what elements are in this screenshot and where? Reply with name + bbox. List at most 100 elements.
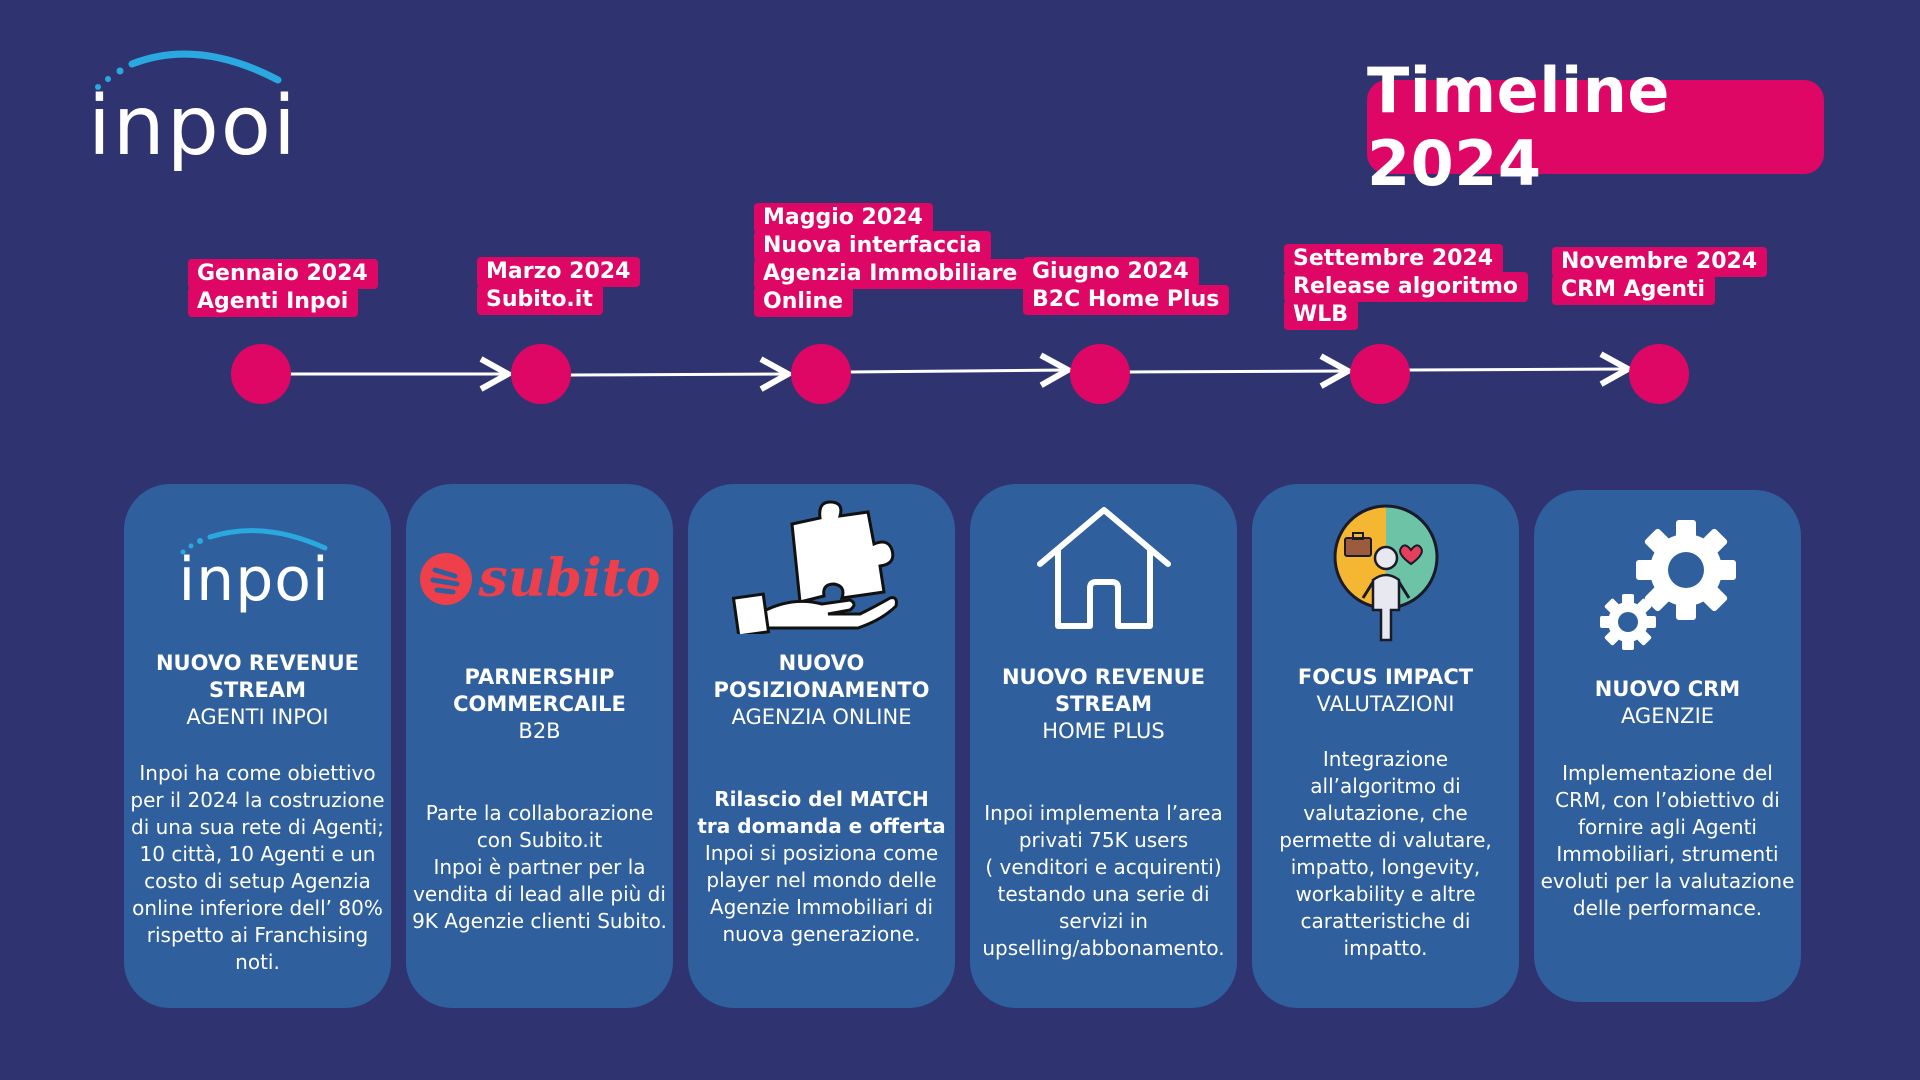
card-heading-title: NUOVO REVENUE xyxy=(155,651,360,675)
inpoi-logo: inpoi xyxy=(88,44,298,174)
card-body-line: privati 75K users xyxy=(1018,828,1189,852)
card-heading-title: STREAM xyxy=(1054,692,1153,716)
card-heading-title: STREAM xyxy=(208,678,307,702)
card-body-line: Inpoi implementa l’area xyxy=(984,801,1223,825)
card-heading-subtitle: VALUTAZIONI xyxy=(1316,692,1455,716)
card-body: Inpoi implementa l’area privati 75K users… xyxy=(976,800,1231,962)
card-heading-title: NUOVO xyxy=(778,651,865,675)
milestone-label-line: Marzo 2024 xyxy=(477,257,641,287)
milestone-label-line: Gennaio 2024 xyxy=(188,259,378,289)
card-body-line: nuova generazione. xyxy=(722,922,921,946)
card-body-line: ( venditori e acquirenti) xyxy=(985,855,1222,879)
card-body-line: CRM, con l’obiettivo di xyxy=(1555,788,1780,812)
card-heading-title: COMMERCAILE xyxy=(453,692,626,716)
card-body-line: impatto. xyxy=(1343,936,1428,960)
card-body-line: fornire agli Agenti xyxy=(1577,815,1757,839)
milestone-label-line: Maggio 2024 xyxy=(754,203,933,233)
card-heading-subtitle: AGENTI INPOI xyxy=(186,705,329,729)
card-body-line: Agenzie Immobiliari di xyxy=(709,895,934,919)
milestone-card: FOCUS IMPACT VALUTAZIONI Integrazione all’… xyxy=(1252,484,1519,1008)
card-body-line: evoluti per la valutazione xyxy=(1540,869,1795,893)
card-body-line: per il 2024 la costruzione xyxy=(130,788,385,812)
card-body-line: all’algoritmo di xyxy=(1310,774,1461,798)
milestone-label-line: Release algoritmo xyxy=(1284,272,1529,302)
card-body-line: impatto, longevity, xyxy=(1290,855,1481,879)
logo-wordmark: inpoi xyxy=(88,79,298,174)
card-heading: FOCUS IMPACT VALUTAZIONI xyxy=(1260,664,1511,718)
card-heading: NUOVO REVENUE STREAM HOME PLUS xyxy=(978,664,1229,745)
milestone-label-line: Agenti Inpoi xyxy=(188,287,359,317)
card-body-line: delle performance. xyxy=(1572,896,1763,920)
card-heading-title: PARNERSHIP xyxy=(464,665,615,689)
card-body-line: permette di valutare, xyxy=(1279,828,1492,852)
milestone-card: NUOVO POSIZIONAMENTO AGENZIA ONLINE Rilasc… xyxy=(688,484,955,1008)
milestone-label-line: Online xyxy=(754,287,854,317)
card-heading-title: NUOVO REVENUE xyxy=(1001,665,1206,689)
milestone-label-line: CRM Agenti xyxy=(1552,275,1716,305)
milestone-card: inpoi NUOVO REVENUE STREAM AGENTI INPOI In… xyxy=(124,484,391,1008)
card-body-line: Implementazione del xyxy=(1562,761,1773,785)
timeline-arrow xyxy=(568,374,788,375)
milestone-label-line: Subito.it xyxy=(477,285,603,315)
milestone-label-line: Agenzia Immobiliare xyxy=(754,259,1028,289)
timeline-node xyxy=(1350,344,1410,404)
card-body: Integrazione all’algoritmo di valutazione,… xyxy=(1258,746,1513,962)
card-body-line: vendita di lead alle più di xyxy=(413,882,666,906)
milestone-label-line: Settembre 2024 xyxy=(1284,244,1504,274)
card-body-line: Integrazione xyxy=(1322,747,1449,771)
milestone-label-line: Novembre 2024 xyxy=(1552,247,1768,277)
timeline-arrow xyxy=(1128,371,1348,372)
card-heading-title: FOCUS IMPACT xyxy=(1297,665,1474,689)
card-body-line: 10 città, 10 Agenti e un xyxy=(139,842,376,866)
timeline-node xyxy=(511,344,571,404)
card-heading-subtitle: AGENZIA ONLINE xyxy=(731,705,912,729)
card-body-line: Immobiliari, strumenti xyxy=(1556,842,1779,866)
milestone-card: subito PARNERSHIP COMMERCAILE B2B Parte la… xyxy=(406,484,673,1008)
subito-logo-icon: subito xyxy=(406,544,673,614)
card-body-line: workability e altre xyxy=(1295,882,1476,906)
card-body-line: servizi in xyxy=(1059,909,1148,933)
card-heading-subtitle: AGENZIE xyxy=(1620,704,1715,728)
card-body-line: rispetto ai Franchising xyxy=(146,923,369,947)
card-body-line: caratteristiche di xyxy=(1300,909,1471,933)
timeline-arrow xyxy=(1408,369,1628,370)
house-icon xyxy=(970,504,1237,634)
milestone-label-line: Giugno 2024 xyxy=(1023,257,1199,287)
card-body-line: noti. xyxy=(235,950,280,974)
card-body-line: upselling/abbonamento. xyxy=(982,936,1225,960)
milestone-label-line: B2C Home Plus xyxy=(1023,285,1230,315)
card-heading-title: NUOVO CRM xyxy=(1594,677,1741,701)
card-body-highlight: tra domanda e offerta xyxy=(697,814,946,838)
card-heading-subtitle: B2B xyxy=(518,719,561,743)
milestone-label-line: Nuova interfaccia xyxy=(754,231,992,261)
timeline xyxy=(231,344,1689,404)
timeline-node xyxy=(1070,344,1130,404)
milestone-label-line: WLB xyxy=(1284,300,1359,330)
card-body-line: 9K Agenzie clienti Subito. xyxy=(412,909,667,933)
timeline-node xyxy=(791,344,851,404)
card-body-line: testando una serie di xyxy=(997,882,1210,906)
card-body-line: valutazione, che xyxy=(1303,801,1468,825)
card-heading: NUOVO POSIZIONAMENTO AGENZIA ONLINE xyxy=(696,650,947,731)
card-heading: NUOVO CRM AGENZIE xyxy=(1542,676,1793,730)
card-heading: PARNERSHIP COMMERCAILE B2B xyxy=(414,664,665,745)
card-heading-title: POSIZIONAMENTO xyxy=(713,678,930,702)
card-body-line: Inpoi è partner per la xyxy=(433,855,646,879)
card-body-highlight: Rilascio del MATCH xyxy=(714,787,929,811)
inpoi-logo-icon: inpoi xyxy=(124,524,391,614)
card-body-line: costo di setup Agenzia xyxy=(144,869,371,893)
timeline-arrow xyxy=(848,370,1068,372)
card-body-line: player nel mondo delle xyxy=(706,868,937,892)
card-heading-subtitle: HOME PLUS xyxy=(1042,719,1165,743)
